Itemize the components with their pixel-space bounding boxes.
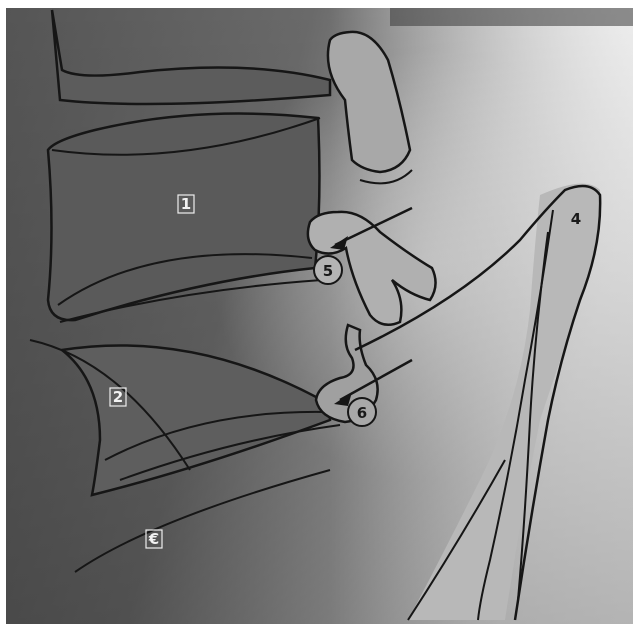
label-2: 2 [113,388,123,406]
label-4: 4 [571,210,581,228]
label-5: 5 [323,262,333,280]
label-6: 6 [357,404,367,422]
label-3: € [148,530,159,548]
label-1: 1 [181,195,191,213]
